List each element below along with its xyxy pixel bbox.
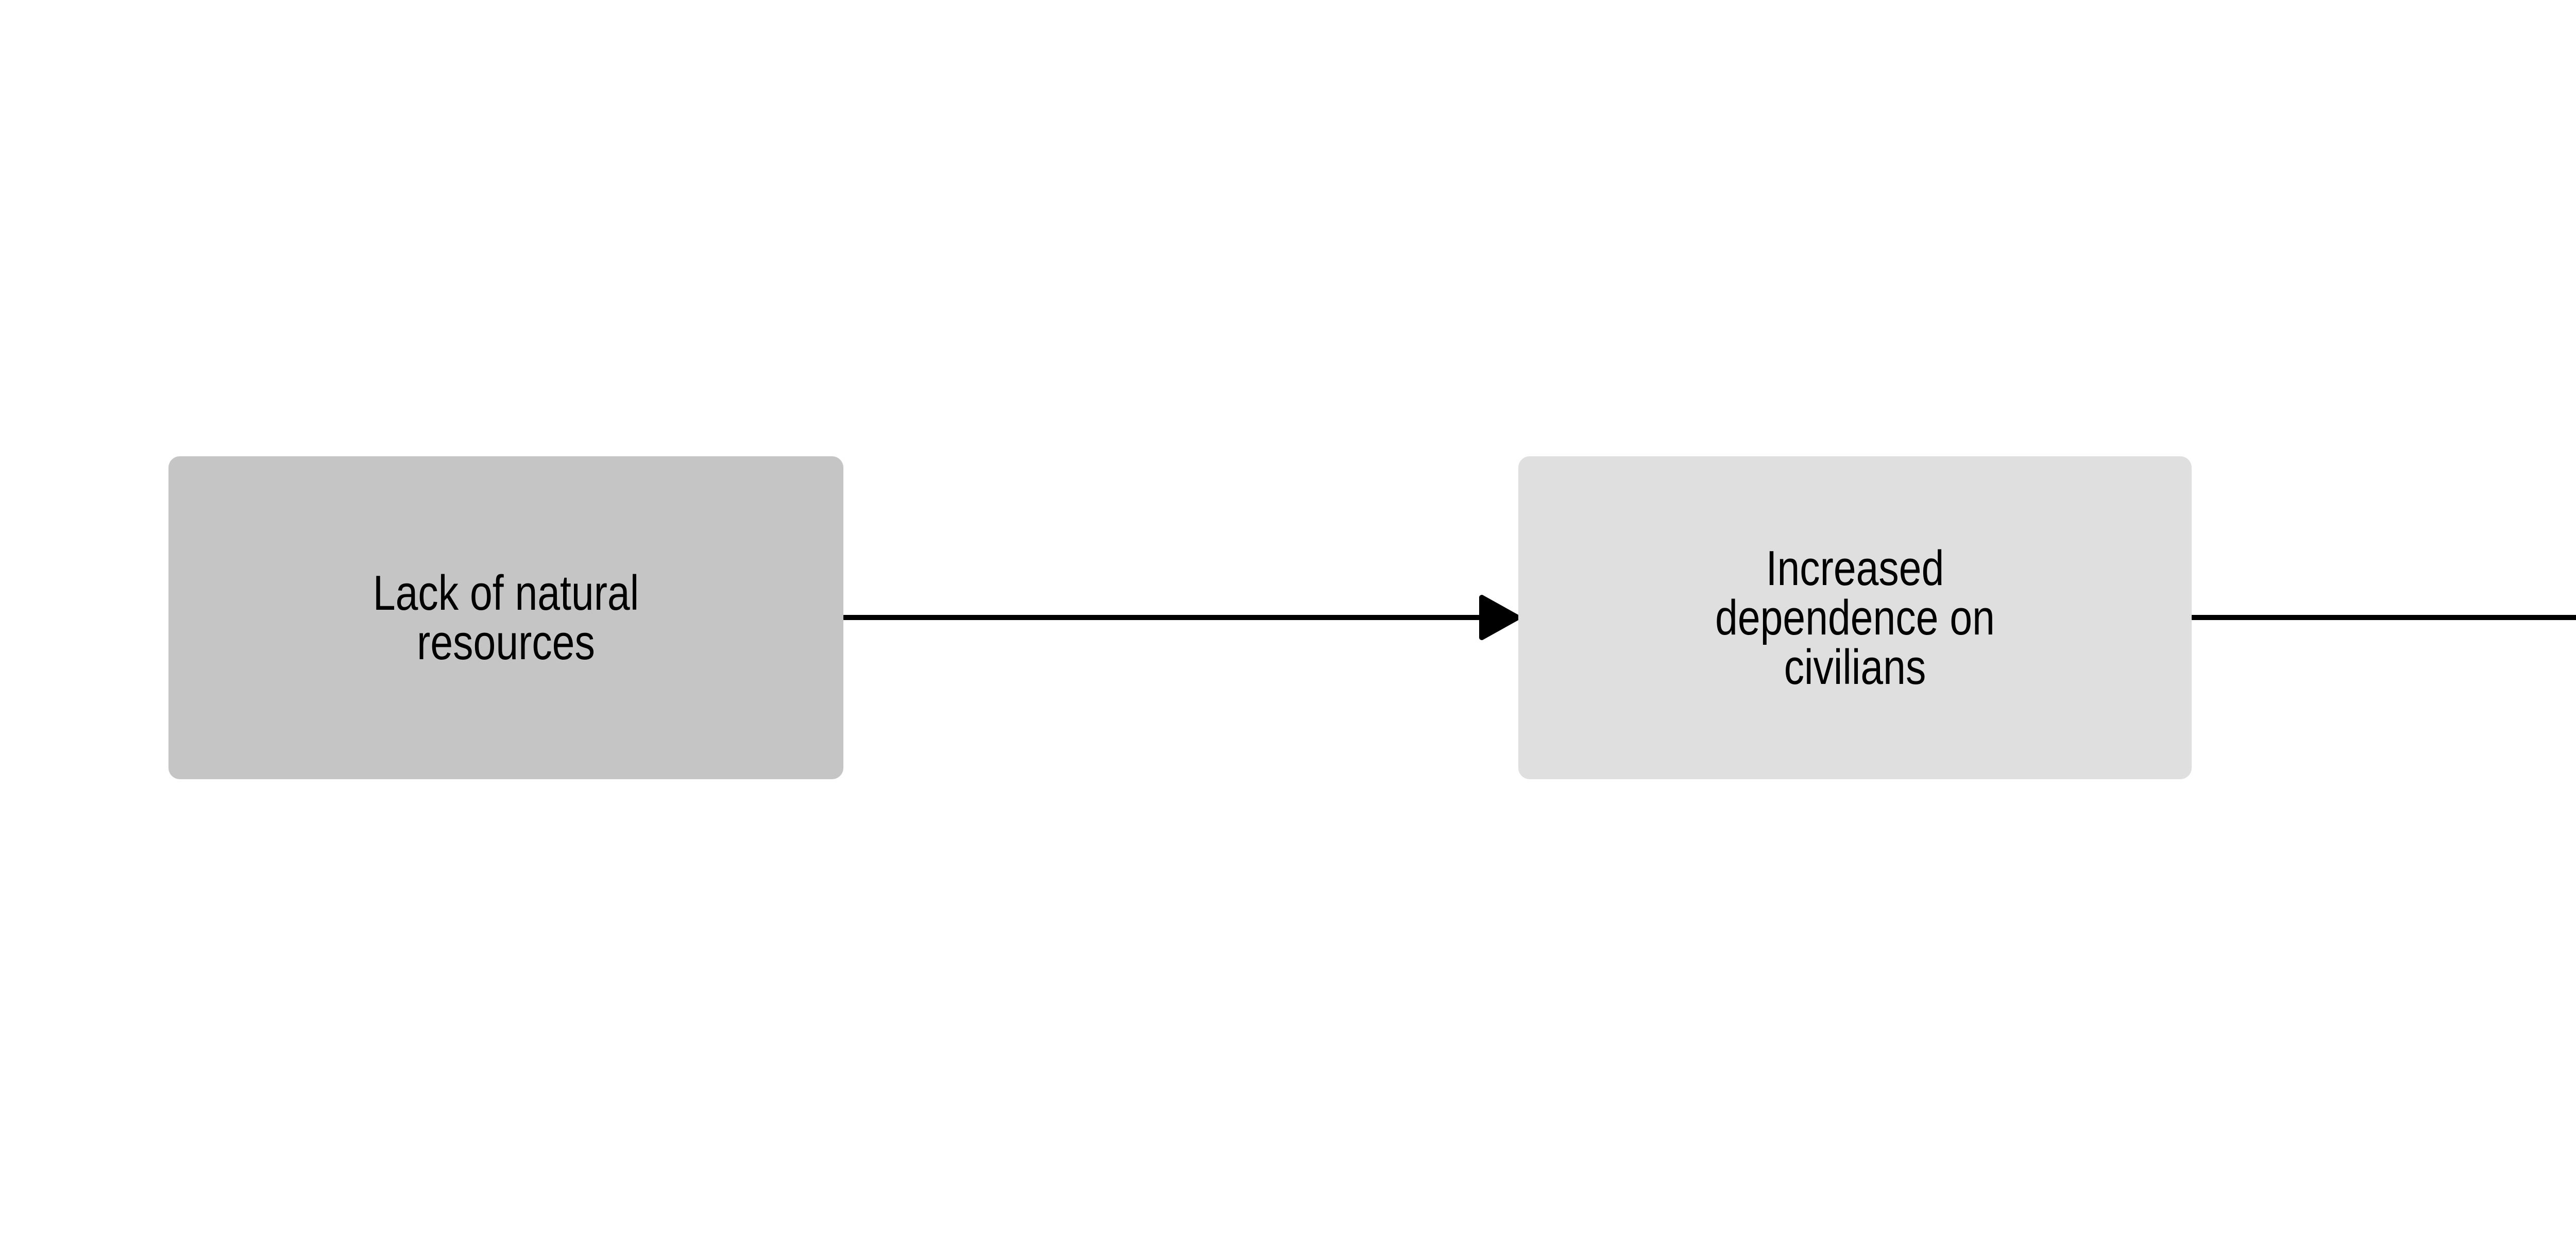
arrowhead-icon xyxy=(1479,595,1520,640)
node-lack-of-natural-resources[interactable]: Lack of natural resources xyxy=(168,456,843,779)
node-increased-dependence-on-civilians[interactable]: Increased dependence on civilians xyxy=(1518,456,2192,779)
node-label: Increased dependence on civilians xyxy=(1715,540,1995,695)
node-label: Lack of natural resources xyxy=(372,565,639,670)
edge-dependence-to-governance xyxy=(2190,615,2576,620)
edge-resources-to-dependence xyxy=(841,595,1520,640)
